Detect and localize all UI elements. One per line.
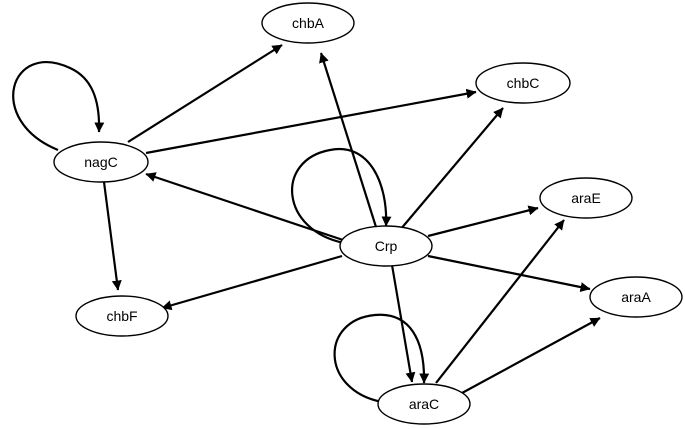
node-label: chbF bbox=[106, 308, 137, 324]
edge-nagC-to-chbF bbox=[102, 181, 122, 291]
node-shape bbox=[475, 62, 571, 104]
node-label: nagC bbox=[84, 154, 117, 170]
edge-nagC-to-chbA bbox=[127, 44, 283, 143]
node-araE[interactable]: araE bbox=[539, 177, 633, 219]
edge-Crp-to-araC bbox=[390, 264, 416, 383]
edge-Crp-to-Crp bbox=[291, 147, 392, 245]
node-shape bbox=[377, 383, 471, 425]
node-shape bbox=[339, 225, 433, 267]
node-shape bbox=[539, 177, 633, 219]
node-chbF[interactable]: chbF bbox=[75, 295, 169, 337]
edge-Crp-to-araE bbox=[427, 205, 539, 238]
edges-layer bbox=[12, 44, 601, 404]
edge-araC-to-araE bbox=[435, 219, 565, 384]
node-label: araE bbox=[571, 190, 601, 206]
node-label: Crp bbox=[375, 238, 398, 254]
edge-Crp-to-chbA bbox=[319, 52, 378, 228]
nodes-layer: chbA chbC nagC araE Crp araA bbox=[53, 2, 683, 425]
node-chbA[interactable]: chbA bbox=[261, 2, 355, 44]
node-araC[interactable]: araC bbox=[377, 383, 471, 425]
edge-Crp-to-araA bbox=[427, 254, 591, 293]
edge-nagC-to-nagC bbox=[12, 61, 105, 152]
node-chbC[interactable]: chbC bbox=[475, 62, 571, 104]
node-shape bbox=[261, 2, 355, 44]
node-label: chbC bbox=[507, 75, 540, 91]
edge-araC-to-araA bbox=[461, 317, 601, 394]
node-Crp[interactable]: Crp bbox=[339, 225, 433, 267]
edge-Crp-to-chbC bbox=[399, 107, 504, 231]
node-label: araC bbox=[409, 396, 439, 412]
node-label: chbA bbox=[292, 15, 325, 31]
edge-Crp-to-nagC bbox=[145, 172, 344, 242]
node-araA[interactable]: araA bbox=[589, 276, 683, 318]
edge-Crp-to-chbF bbox=[161, 254, 343, 311]
node-label: araA bbox=[621, 289, 651, 305]
node-shape bbox=[75, 295, 169, 337]
node-shape bbox=[589, 276, 683, 318]
edge-araC-to-araC bbox=[333, 313, 430, 404]
node-nagC[interactable]: nagC bbox=[53, 141, 149, 183]
edge-nagC-to-chbC bbox=[145, 88, 477, 155]
node-shape bbox=[53, 141, 149, 183]
